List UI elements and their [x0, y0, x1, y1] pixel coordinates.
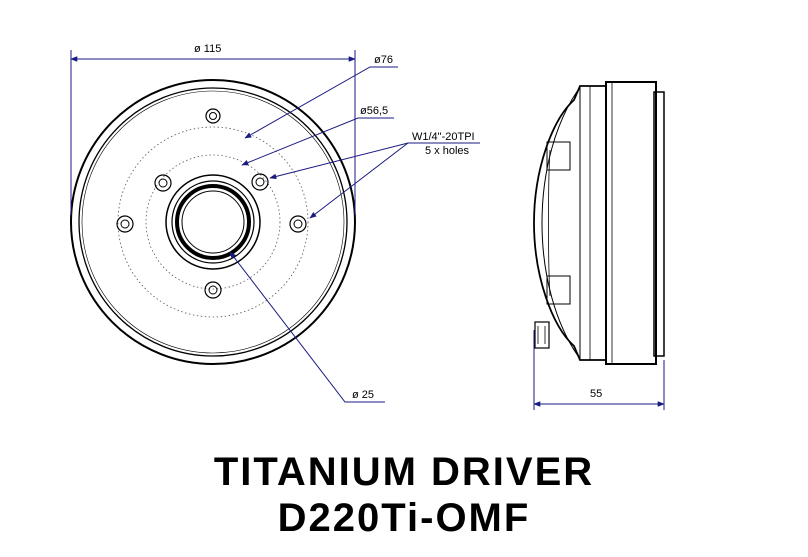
title-line-2: D220Ti-OMF	[277, 496, 531, 540]
dimension-lines	[70, 50, 665, 410]
outer-rim-inner-2	[81, 90, 345, 354]
mount-hole	[204, 281, 222, 299]
mount-hole	[154, 174, 172, 192]
label-bolt-circle-76: ø76	[374, 54, 393, 66]
mount-hole	[251, 173, 269, 191]
throat-ring-outer	[165, 174, 261, 270]
label-thread: W1/4"-20TPI	[412, 131, 475, 143]
label-throat-diameter: ø 25	[352, 389, 374, 401]
bolt-circle-76	[117, 126, 309, 318]
label-depth: 55	[590, 388, 602, 400]
mount-hole	[205, 108, 221, 124]
title-line-1: TITANIUM DRIVER	[213, 450, 595, 494]
pole-piece	[546, 141, 571, 171]
front-view	[70, 79, 356, 365]
leader-bolt-circle-56	[241, 117, 394, 166]
front-plate	[653, 91, 665, 357]
rear-body	[533, 85, 606, 361]
label-bolt-circle-56: ø56,5	[360, 105, 388, 117]
bolt-circle-56	[145, 154, 281, 290]
outer-rim	[70, 79, 356, 365]
front-flange	[605, 81, 657, 365]
mount-hole	[116, 215, 134, 233]
leader-throat	[229, 251, 385, 403]
label-holes: 5 x holes	[425, 145, 470, 157]
label-outer-diameter: ø 115	[194, 43, 221, 55]
side-view	[533, 81, 665, 365]
throat-ring-mid	[171, 180, 255, 264]
mount-hole	[289, 215, 307, 233]
throat-ring-dark	[175, 184, 251, 260]
throat-bore	[181, 190, 245, 254]
terminal-block	[534, 321, 550, 349]
leader-thread-1	[269, 142, 409, 180]
leader-bolt-circle-76	[244, 66, 398, 139]
outer-rim-inner	[78, 87, 348, 357]
leader-thread-2	[309, 142, 409, 219]
